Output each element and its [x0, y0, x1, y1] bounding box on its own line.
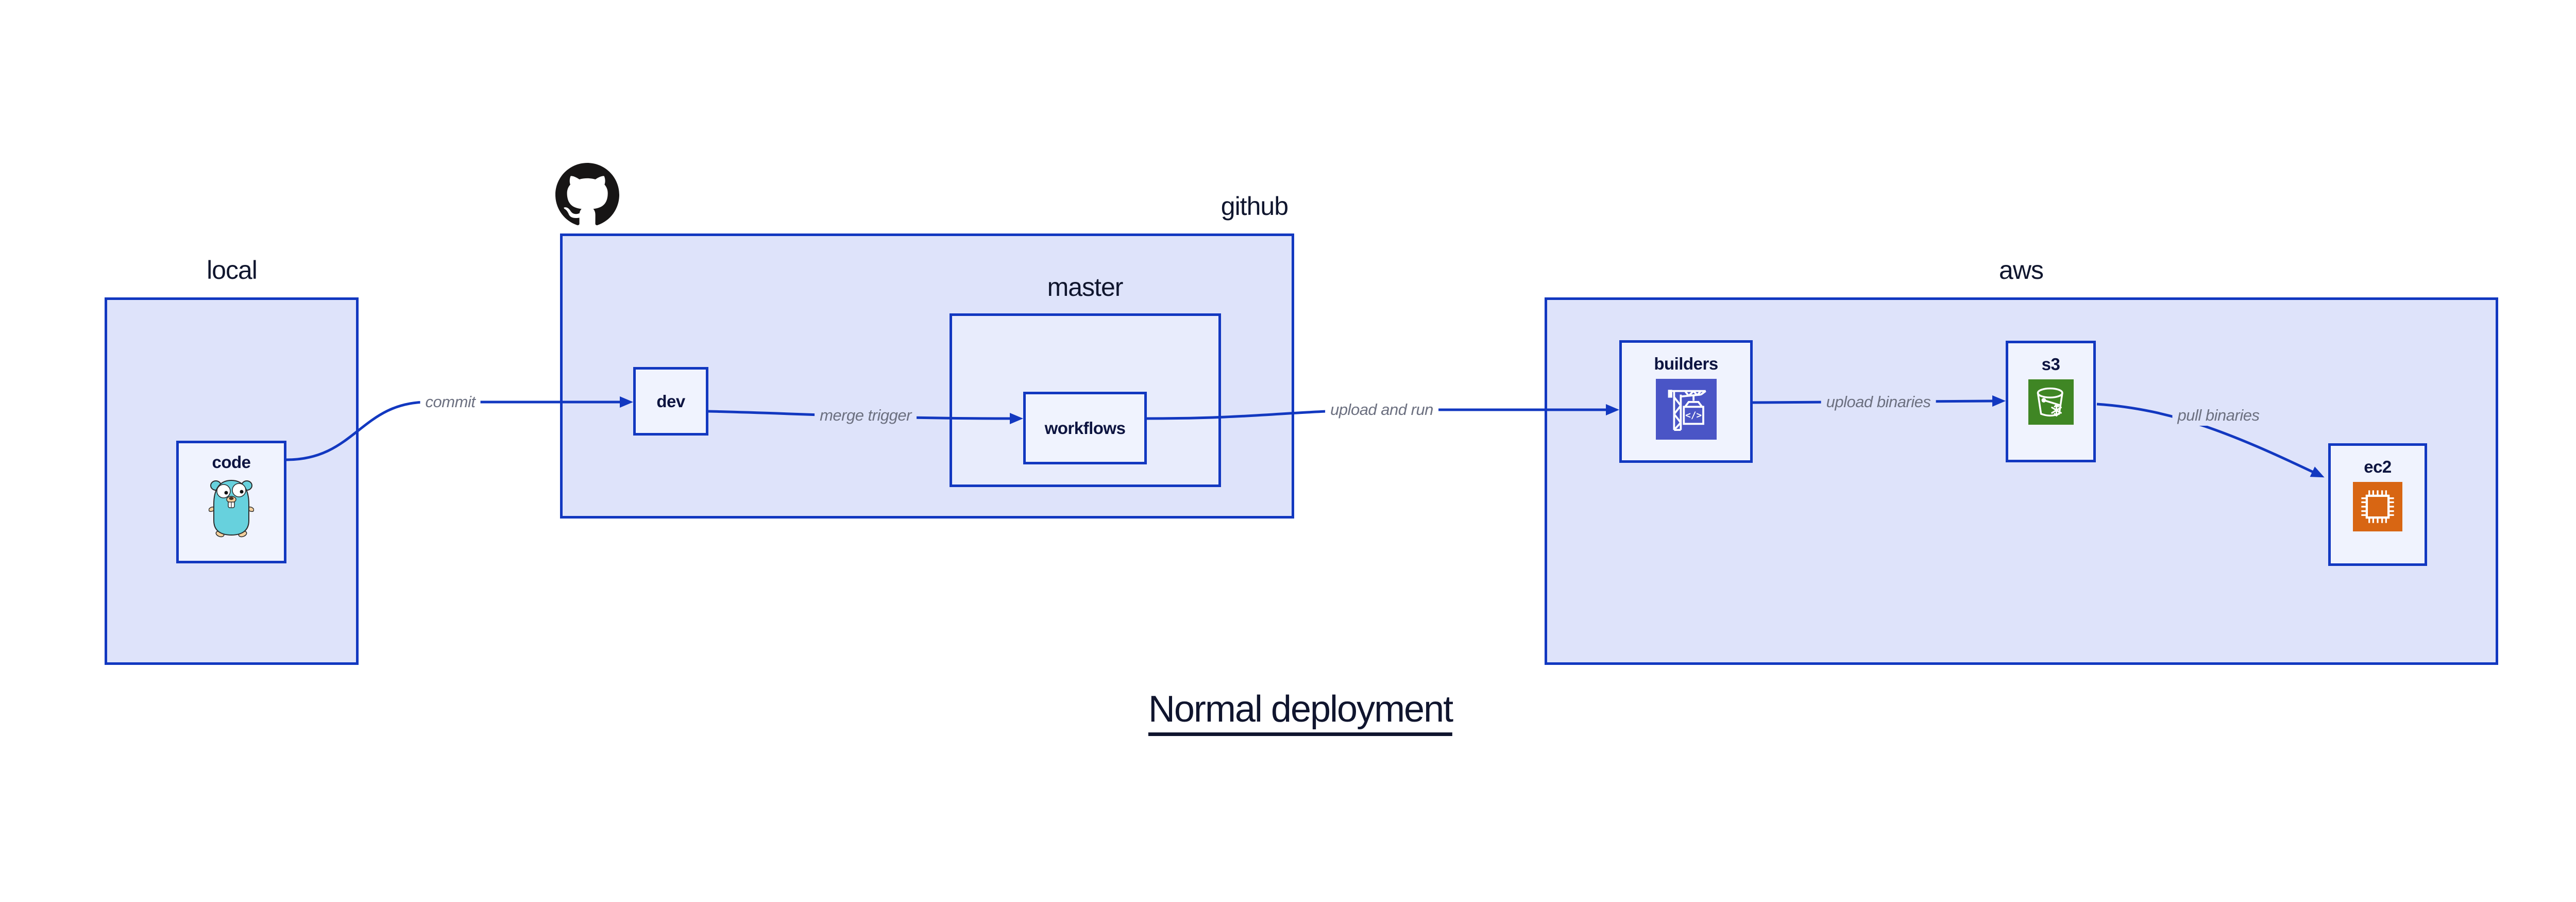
- edge-label-upload-and-run: upload and run: [1325, 399, 1438, 420]
- node-workflows-label: workflows: [1044, 418, 1126, 438]
- codebuild-icon: </>: [1655, 379, 1717, 440]
- node-ec2: ec2: [2328, 443, 2427, 566]
- node-code-label: code: [212, 453, 251, 472]
- aws-container-label: aws: [1999, 256, 2044, 285]
- node-builders: builders: [1619, 340, 1753, 463]
- github-container-label: github: [1221, 192, 1289, 221]
- node-builders-label: builders: [1654, 354, 1718, 373]
- node-s3: s3: [2006, 341, 2096, 462]
- local-container-label: local: [207, 256, 258, 285]
- node-dev: dev: [633, 367, 708, 436]
- node-ec2-label: ec2: [2364, 457, 2392, 476]
- node-code: code: [176, 441, 286, 563]
- edge-label-commit: commit: [420, 392, 481, 412]
- gopher-icon: [209, 479, 254, 538]
- node-s3-label: s3: [2041, 355, 2060, 374]
- node-dev-label: dev: [656, 391, 685, 411]
- codebuild-code-glyph: </>: [1685, 411, 1702, 421]
- edge-label-pull-binaries: pull binaries: [2172, 405, 2265, 426]
- edge-label-merge-trigger: merge trigger: [815, 405, 917, 426]
- diagram-title: Normal deployment: [1148, 688, 1453, 736]
- master-container-label: master: [1047, 273, 1124, 302]
- github-octocat-icon: [555, 163, 619, 225]
- edge-label-upload-binaries: upload binaries: [1821, 392, 1936, 412]
- s3-bucket-icon: [2028, 379, 2074, 425]
- ec2-chip-icon: [2353, 482, 2402, 531]
- node-workflows: workflows: [1023, 392, 1147, 464]
